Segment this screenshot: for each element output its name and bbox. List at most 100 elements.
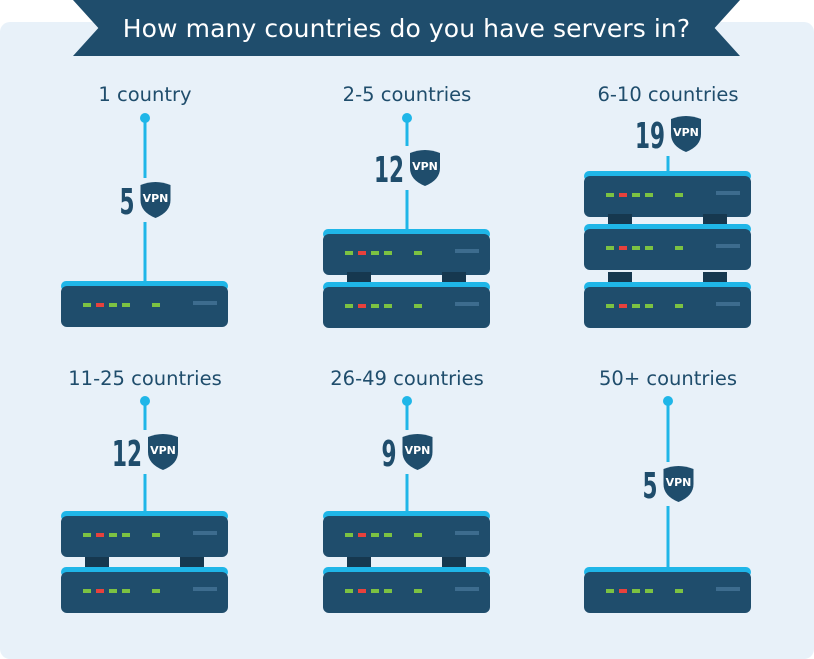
status-led (675, 589, 683, 593)
drive-slot (716, 587, 740, 591)
group-label: 26-49 countries (330, 367, 484, 390)
shield-shape (663, 466, 694, 502)
status-led (371, 533, 379, 537)
status-led (122, 303, 130, 307)
status-led (632, 589, 640, 593)
status-led (358, 304, 366, 308)
drive-slot (716, 302, 740, 306)
group-label: 2-5 countries (342, 83, 472, 106)
status-led (384, 251, 392, 255)
status-led (96, 589, 104, 593)
status-led (645, 246, 653, 250)
server-count: 12 (112, 434, 142, 475)
group-label: 50+ countries (599, 367, 737, 390)
server-unit (323, 282, 490, 328)
status-led (109, 533, 117, 537)
drive-slot (455, 531, 479, 535)
status-led (96, 303, 104, 307)
status-led (83, 533, 91, 537)
server-body (61, 516, 228, 557)
drive-slot (716, 244, 740, 248)
vpn-shield-icon: VPN (671, 116, 701, 152)
cable-node (402, 113, 412, 123)
rack-connector (85, 557, 109, 567)
status-led (152, 303, 160, 307)
status-led (606, 246, 614, 250)
page-title: How many countries do you have servers i… (122, 13, 691, 43)
server-count: 19 (635, 116, 665, 157)
status-led (619, 246, 627, 250)
status-led (384, 533, 392, 537)
rack-connector (180, 557, 204, 567)
status-led (345, 589, 353, 593)
vpn-shield-icon: VPN (663, 466, 694, 502)
group-label: 1 country (98, 83, 192, 106)
server-body (323, 234, 490, 275)
status-led (358, 589, 366, 593)
status-led (619, 193, 627, 197)
shield-shape (140, 182, 171, 218)
drive-slot (455, 302, 479, 306)
status-led (384, 589, 392, 593)
rack-connector (347, 557, 371, 567)
drive-slot (455, 249, 479, 253)
status-led (345, 533, 353, 537)
status-led (645, 304, 653, 308)
drive-slot (193, 531, 217, 535)
shield-shape (671, 116, 701, 152)
status-led (606, 193, 614, 197)
rack-connector (347, 272, 371, 282)
vpn-badge-text: VPN (673, 126, 699, 139)
shield-shape (402, 434, 433, 470)
server-body (61, 286, 228, 327)
server-count: 5 (120, 182, 135, 223)
status-led (371, 304, 379, 308)
status-led (675, 193, 683, 197)
drive-slot (455, 587, 479, 591)
group-art: 19 VPN (584, 112, 751, 328)
status-led (675, 304, 683, 308)
status-led (345, 304, 353, 308)
drive-slot (193, 587, 217, 591)
status-led (83, 303, 91, 307)
vpn-badge-text: VPN (143, 192, 169, 205)
vpn-shield-icon: VPN (148, 434, 178, 470)
server-unit (584, 224, 751, 270)
rack-connector (703, 272, 727, 282)
status-led (606, 589, 614, 593)
status-led (152, 589, 160, 593)
server-unit (61, 281, 228, 327)
server-unit (584, 171, 751, 217)
rack-connector (608, 272, 632, 282)
server-body (584, 229, 751, 270)
status-led (122, 533, 130, 537)
status-led (619, 304, 627, 308)
status-led (619, 589, 627, 593)
rack-connector (703, 214, 727, 224)
status-led (371, 589, 379, 593)
shield-shape (410, 150, 440, 186)
rack-connector (442, 557, 466, 567)
status-led (109, 589, 117, 593)
status-led (632, 193, 640, 197)
server-body (61, 572, 228, 613)
status-led (358, 251, 366, 255)
status-led (645, 193, 653, 197)
group-art: 5 VPN (61, 113, 228, 327)
status-led (109, 303, 117, 307)
server-unit (323, 229, 490, 275)
title-banner: How many countries do you have servers i… (73, 0, 740, 56)
server-body (584, 176, 751, 217)
cable-node (402, 396, 412, 406)
status-led (675, 246, 683, 250)
status-led (632, 246, 640, 250)
group-label: 6-10 countries (597, 83, 739, 106)
status-led (414, 589, 422, 593)
status-led (152, 533, 160, 537)
status-led (414, 251, 422, 255)
server-unit (584, 282, 751, 328)
vpn-badge-text: VPN (412, 160, 438, 173)
cable-node (140, 113, 150, 123)
